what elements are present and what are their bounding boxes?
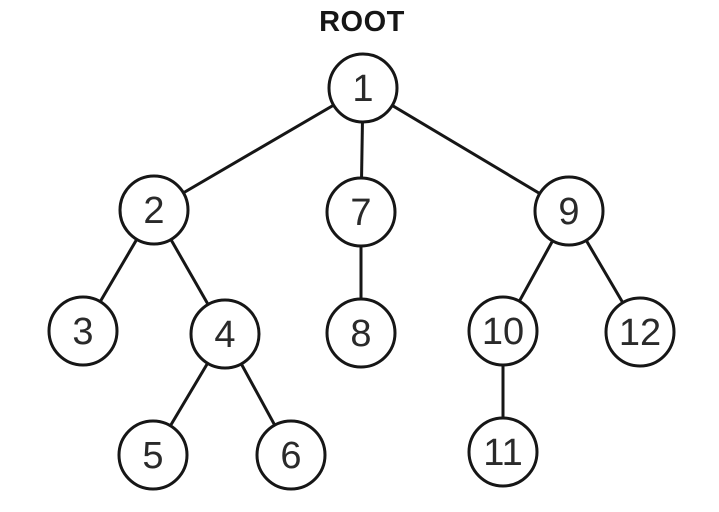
tree-node-label-12: 12 <box>619 312 661 354</box>
tree-node-label-9: 9 <box>558 191 579 233</box>
tree-node-circle-5 <box>117 419 189 491</box>
tree-node-1: 1 <box>327 52 399 124</box>
tree-node-label-11: 11 <box>483 432 522 474</box>
tree-node-label-8: 8 <box>350 313 371 355</box>
tree-node-5: 5 <box>117 419 189 491</box>
tree-edge-1-9 <box>362 86 570 213</box>
tree-node-3: 3 <box>47 295 119 367</box>
tree-node-9: 9 <box>533 175 605 247</box>
edges-layer <box>81 86 642 456</box>
tree-edge-1-2 <box>153 86 364 212</box>
tree-node-circle-6 <box>255 419 327 491</box>
tree-node-12: 12 <box>604 296 676 368</box>
tree-node-4: 4 <box>189 298 261 370</box>
tree-node-circle-3 <box>47 295 119 367</box>
tree-node-label-10: 10 <box>482 311 524 353</box>
tree-node-label-7: 7 <box>350 192 371 234</box>
tree-node-label-4: 4 <box>214 314 235 356</box>
root-label: ROOT <box>319 6 405 38</box>
tree-node-11: 11 <box>467 416 539 488</box>
tree-node-label-1: 1 <box>352 68 373 110</box>
tree-node-label-6: 6 <box>280 435 301 477</box>
tree-node-label-2: 2 <box>143 190 164 232</box>
tree-node-circle-9 <box>533 175 605 247</box>
tree-node-circle-11 <box>467 416 539 488</box>
tree-node-8: 8 <box>325 297 397 369</box>
tree-node-6: 6 <box>255 419 327 491</box>
tree-node-10: 10 <box>467 295 539 367</box>
tree-node-circle-2 <box>118 174 190 246</box>
tree-node-circle-10 <box>467 295 539 367</box>
tree-node-label-3: 3 <box>72 311 93 353</box>
tree-node-circle-8 <box>325 297 397 369</box>
tree-node-circle-12 <box>604 296 676 368</box>
tree-node-2: 2 <box>118 174 190 246</box>
tree-node-circle-7 <box>325 176 397 248</box>
tree-node-circle-1 <box>327 52 399 124</box>
tree-node-label-5: 5 <box>142 435 163 477</box>
tree-node-7: 7 <box>325 176 397 248</box>
tree-node-circle-4 <box>189 298 261 370</box>
